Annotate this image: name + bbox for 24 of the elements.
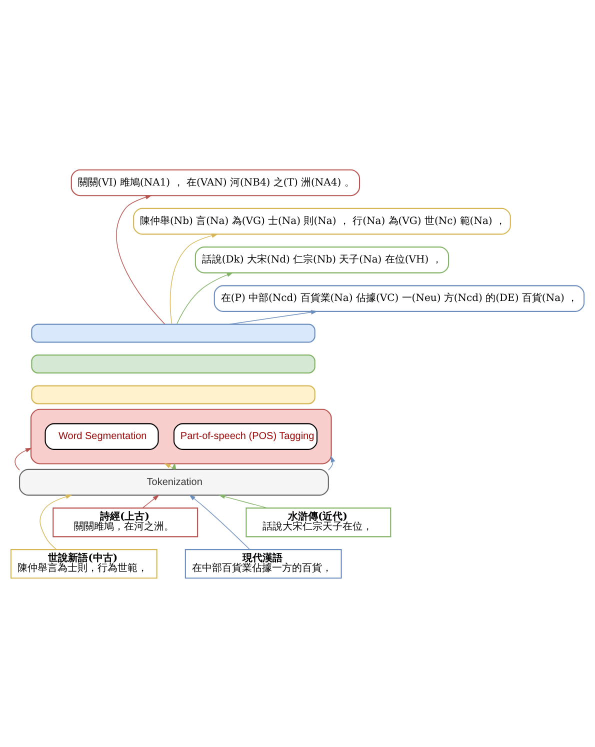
node-box: Word Segmentation (44, 422, 159, 450)
node-box: 現代漢語 在中部百貨業佔據一方的百貨， (184, 548, 342, 578)
arrow (218, 494, 268, 508)
node-box (31, 354, 316, 373)
node-box (31, 323, 316, 342)
node-box: 話說(Dk) 大宋(Nd) 仁宗(Nb) 天子(Na) 在位(VH) ， (194, 246, 450, 273)
node-box: 在(P) 中部(Ncd) 百貨業(Na) 佔據(VC) 一(Neu) 方(Ncd) 的(DE) 百貨(Na) ， (214, 284, 585, 312)
arrow (172, 462, 176, 470)
node-box: 陳仲舉(Nb) 言(Na) 為(VG) 士(Na) 則(Na) ， 行(Na) 為(VG) 世(Nc) 範(Na) ， (133, 207, 511, 234)
node-box (31, 384, 316, 404)
arrow (116, 194, 166, 324)
arrow (229, 310, 318, 324)
arrow (170, 232, 218, 324)
arrow (328, 455, 336, 470)
node-box: Part-of-speech (POS) Tagging (173, 422, 318, 450)
arrow (14, 447, 32, 470)
node-box: 詩經(上古) 關關雎鳩，在河之洲。 (52, 507, 198, 537)
node-box: 水滸傳(近代) 話說大宋仁宗天子在位， (246, 507, 392, 537)
node-box: 關關(VI) 雎鳩(NA1) ， 在(VAN) 河(NB4) 之(T) 洲(NA4) 。 (70, 168, 360, 196)
cluster (30, 408, 332, 464)
arrow (142, 494, 160, 508)
arrow (189, 494, 250, 550)
arrow (176, 272, 234, 324)
node-box: 世說新語(中古) 陳仲舉言為士則，行為世範， (10, 548, 158, 578)
